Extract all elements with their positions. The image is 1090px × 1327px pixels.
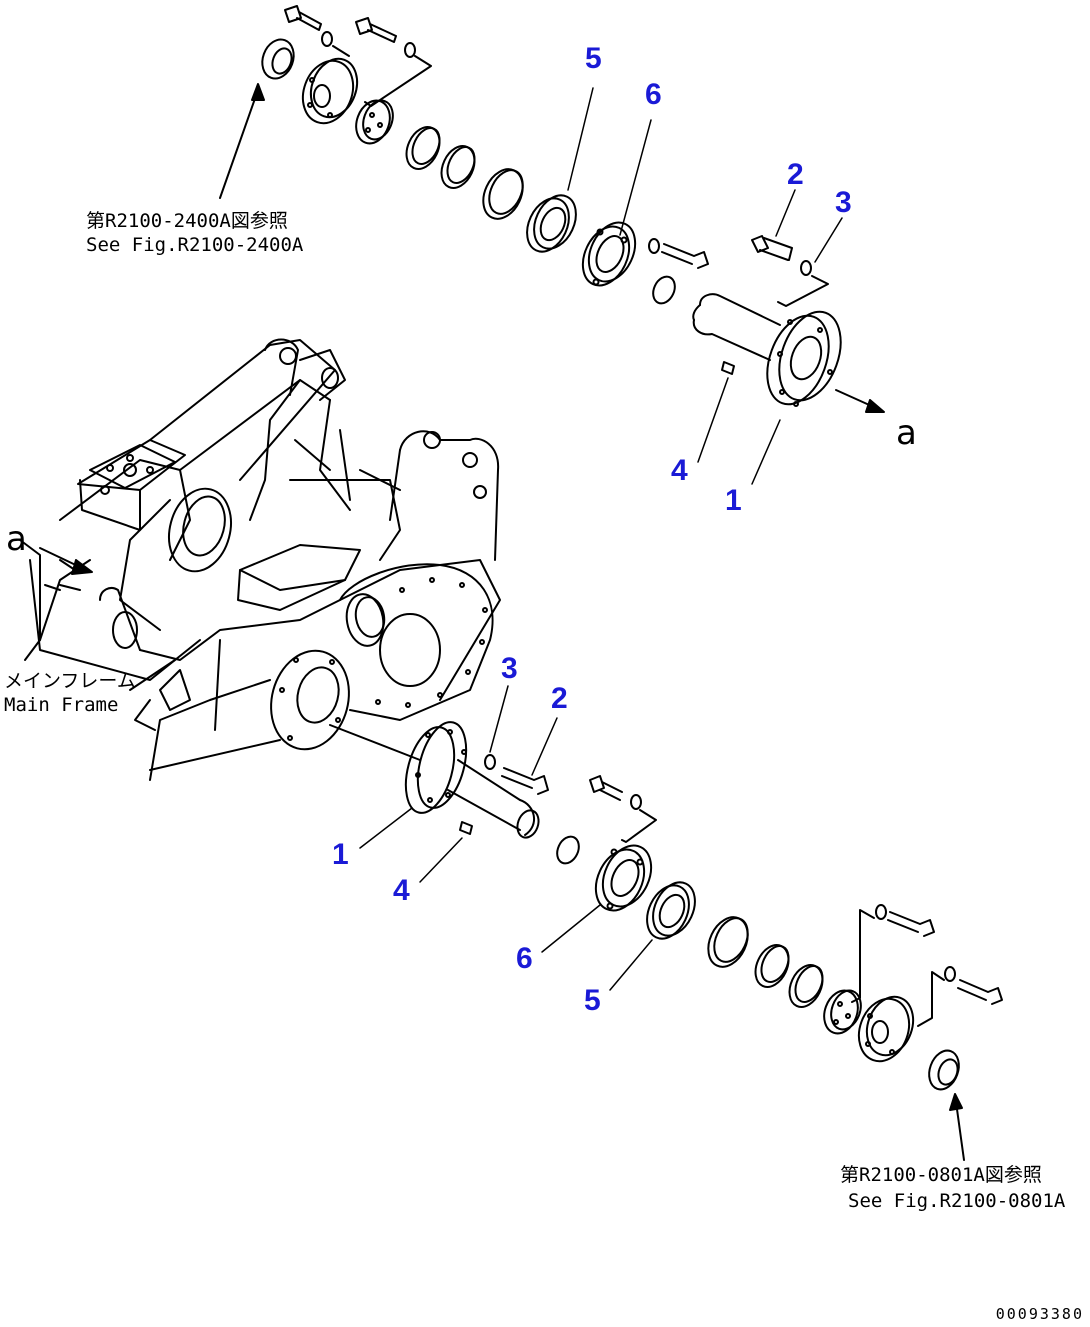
upper-bolt-2 <box>751 235 793 261</box>
callout-lower-4: 4 <box>393 874 410 907</box>
upper-reference-seal <box>261 38 295 80</box>
document-number: 00093380 <box>995 1305 1084 1323</box>
upper-cap-bolts <box>284 5 432 107</box>
upper-washer-3 <box>800 260 812 276</box>
main-frame-label-en: Main Frame <box>4 694 119 716</box>
upper-grease-fitting <box>721 361 735 375</box>
upper-small-cap <box>355 99 394 145</box>
lower-small-cap <box>823 989 862 1035</box>
bottom-reference-note-jp: 第R2100-0801A図参照 <box>840 1164 1042 1186</box>
lower-cap-bolts <box>851 904 1003 1027</box>
view-letter-right: a <box>896 413 917 453</box>
lower-grease-fitting <box>459 821 473 835</box>
upper-reference-leader <box>219 89 259 199</box>
top-reference-note-jp: 第R2100-2400A図参照 <box>86 210 288 232</box>
upper-dust-seal <box>526 194 577 253</box>
upper-cover-bolt <box>648 238 709 269</box>
lower-center-pin <box>404 721 540 839</box>
upper-retainer-cover <box>581 221 637 287</box>
upper-retainer-flange <box>301 57 359 125</box>
callout-lower-1: 1 <box>332 838 349 871</box>
upper-o-ring <box>652 275 676 305</box>
main-frame-label-jp: メインフレーム <box>4 670 136 692</box>
lower-dust-seal <box>646 881 696 940</box>
callout-lower-2: 2 <box>551 682 568 715</box>
callout-upper-1: 1 <box>725 484 742 517</box>
callout-upper-3: 3 <box>835 186 852 219</box>
lower-cover-bolt <box>589 775 657 843</box>
top-reference-note-en: See Fig.R2100-2400A <box>86 234 304 256</box>
callout-upper-4: 4 <box>671 454 688 487</box>
lower-o-ring <box>556 835 580 865</box>
lower-reference-seal <box>928 1049 960 1091</box>
lower-retainer-flange <box>857 995 915 1063</box>
callout-upper-5: 5 <box>585 42 602 75</box>
callout-lower-5: 5 <box>584 984 601 1017</box>
lower-retainer-cover <box>594 844 653 912</box>
callout-upper-6: 6 <box>645 78 662 111</box>
view-letter-left: a <box>6 519 27 559</box>
bottom-reference-note-en: See Fig.R2100-0801A <box>848 1190 1066 1212</box>
lower-pin-guide-line <box>329 724 421 761</box>
callout-upper-2: 2 <box>787 158 804 191</box>
lower-reference-leader <box>955 1101 965 1161</box>
callout-lower-6: 6 <box>516 942 533 975</box>
frame-label-leader <box>129 659 176 691</box>
lower-washer-3 <box>484 754 496 770</box>
callout-lower-3: 3 <box>501 652 518 685</box>
lower-bolt-2 <box>501 767 549 795</box>
upper-center-pin <box>692 293 842 407</box>
